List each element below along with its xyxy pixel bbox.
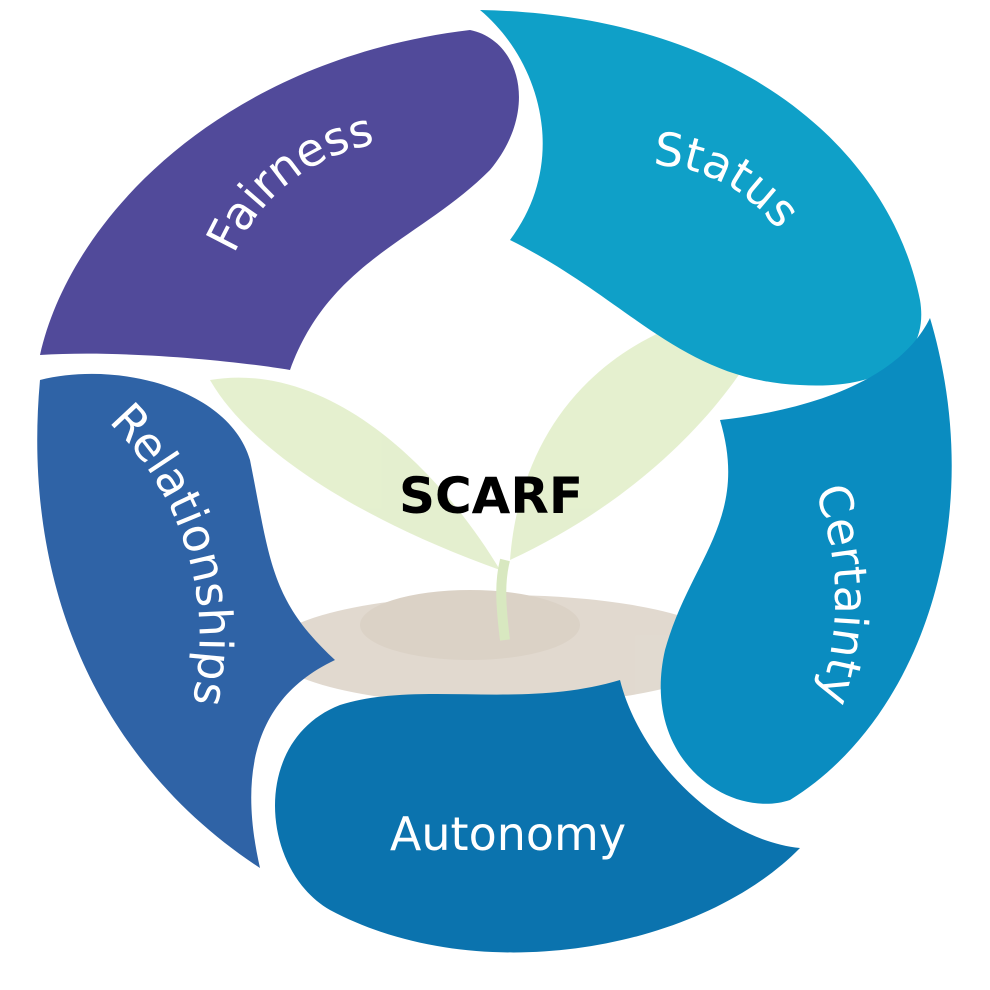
left-leaf: [210, 377, 500, 570]
segment-certainty: [660, 318, 952, 804]
seedling-stem: [496, 558, 510, 641]
segment-relationships: [37, 373, 335, 868]
segment-autonomy: [275, 680, 800, 953]
segment-fairness: [40, 30, 519, 370]
center-title: SCARF: [399, 467, 583, 525]
autonomy-label: Autonomy: [390, 807, 626, 861]
segment-status: [480, 10, 922, 386]
soil-mound-top: [360, 590, 580, 660]
